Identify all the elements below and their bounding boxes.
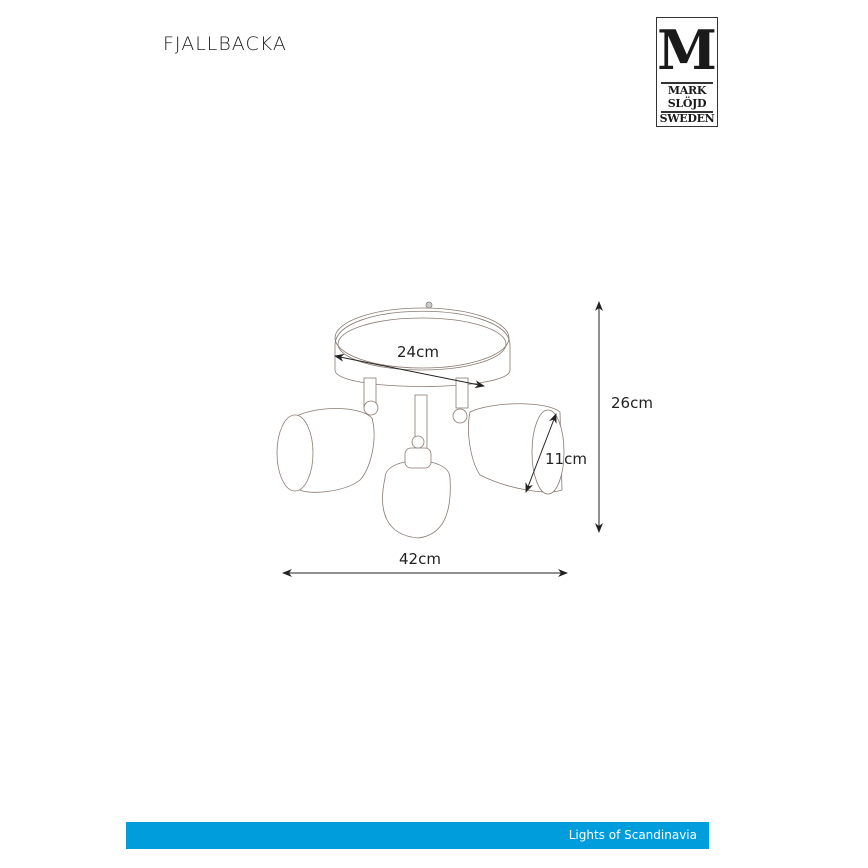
shade-diameter-label: 11cm: [545, 450, 587, 468]
height-label: 26cm: [611, 394, 653, 412]
footer-tagline: Lights of Scandinavia: [568, 828, 697, 842]
product-title: FJALLBACKA: [163, 33, 287, 55]
logo-divider: [661, 111, 713, 113]
logo-letter: M: [657, 18, 717, 82]
logo-divider: [661, 82, 713, 84]
width-label: 42cm: [399, 550, 441, 568]
logo-line1: MARK: [667, 84, 707, 97]
footer-bar: Lights of Scandinavia: [126, 822, 709, 849]
base-diameter-label: 24cm: [397, 343, 439, 361]
brand-logo: M MARK SLÖJD SWEDEN: [656, 17, 718, 127]
logo-line3: SWEDEN: [659, 112, 715, 125]
logo-line2: SLÖJD: [667, 97, 707, 110]
